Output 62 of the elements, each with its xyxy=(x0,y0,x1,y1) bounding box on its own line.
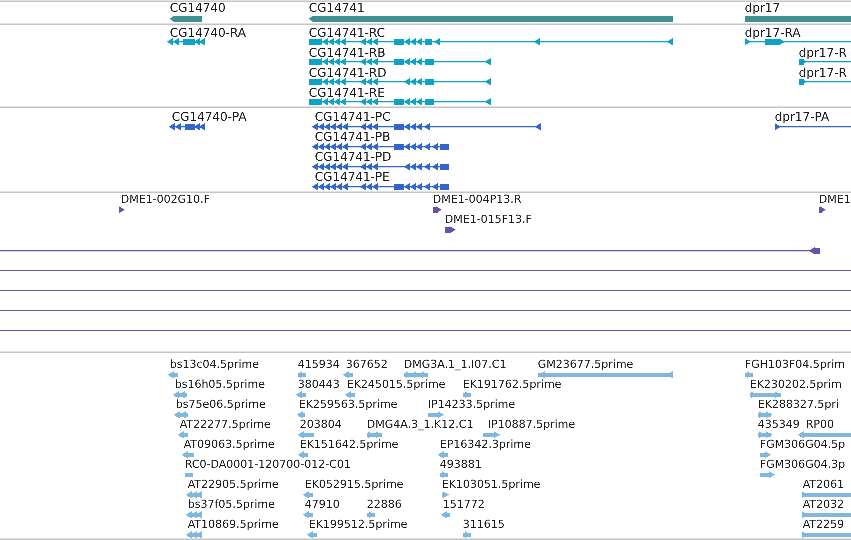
feature-label: AT10869.5prime xyxy=(188,518,279,532)
feature-label: DMG4A.3_1.K12.C1 xyxy=(367,418,474,432)
feature-label: GM23677.5prime xyxy=(538,358,634,372)
feature-label: dpr17 xyxy=(745,1,780,15)
feature-label: DME1-004P13.R xyxy=(433,193,522,207)
feature-label: EK230202.5prim xyxy=(750,378,842,392)
feature-label: dpr17-PA xyxy=(775,110,830,124)
feature-label: FGM306G04.5p xyxy=(760,438,846,452)
feature-label: RP00 xyxy=(806,418,834,432)
feature-label: bs16h05.5prime xyxy=(175,378,266,392)
feature-label: 435349 xyxy=(758,418,800,432)
feature-label: CG14741-RE xyxy=(309,86,386,100)
feature-label: CG14741-RB xyxy=(309,46,386,60)
feature-label: CG14741 xyxy=(309,1,365,15)
feature-label: CG14741-RC xyxy=(309,26,386,40)
feature-label: EK199512.5prime xyxy=(309,518,408,532)
feature-label: 22886 xyxy=(367,498,402,512)
feature-label: 493881 xyxy=(440,458,482,472)
feature-label: DME1-015F13.F xyxy=(445,213,532,227)
feature-label: EK245015.5prime xyxy=(347,378,446,392)
feature-label: EP16342.3prime xyxy=(440,438,532,452)
feature-label: bs37f05.5prime xyxy=(188,498,276,512)
feature-label: AT2259 xyxy=(803,518,844,532)
feature-label: RC0-DA0001-120700-012-C01 xyxy=(185,458,352,472)
feature-label: AT22905.5prime xyxy=(188,478,279,492)
feature-label: FGM306G04.3p xyxy=(760,458,846,472)
feature-label: 151772 xyxy=(443,498,485,512)
feature-label: 47910 xyxy=(305,498,340,512)
feature-label: dpr17-R xyxy=(799,66,848,80)
feature-label: 367652 xyxy=(346,358,388,372)
feature-label: 415934 xyxy=(298,358,340,372)
feature-label: 311615 xyxy=(463,518,505,532)
feature-label: IP14233.5prime xyxy=(428,398,516,412)
feature-label: EK151642.5prime xyxy=(300,438,399,452)
feature-label: DME1-002G10.F xyxy=(121,193,210,207)
feature-label: AT2032 xyxy=(803,498,844,512)
feature-label: IP10887.5prime xyxy=(488,418,576,432)
feature-label: EK259563.5prime xyxy=(299,398,398,412)
feature-label: bs75e06.5prime xyxy=(176,398,266,412)
feature-label: EK052915.5prime xyxy=(305,478,404,492)
feature-label: DMG3A.1_1.I07.C1 xyxy=(404,358,507,372)
feature-label: CG14740 xyxy=(170,1,226,15)
feature-label: AT22277.5prime xyxy=(180,418,271,432)
feature-label: dpr17-RA xyxy=(745,26,801,40)
feature-label: CG14741-PE xyxy=(315,170,390,184)
feature-label: EK191762.5prime xyxy=(463,378,562,392)
feature-label: 380443 xyxy=(298,378,340,392)
feature-label: AT2061 xyxy=(803,478,844,492)
feature-label: CG14740-RA xyxy=(170,26,246,40)
feature-label: AT09063.5prime xyxy=(184,438,275,452)
feature-label: DME1 xyxy=(819,193,851,207)
feature-label: CG14741-PD xyxy=(315,150,392,164)
feature-label: bs13c04.5prime xyxy=(170,358,260,372)
feature-label: FGH103F04.5prim xyxy=(745,358,846,372)
feature-label: CG14741-RD xyxy=(309,66,387,80)
feature-label: 203804 xyxy=(300,418,342,432)
feature-label: EK288327.5pri xyxy=(758,398,840,412)
feature-label: EK103051.5prime xyxy=(442,478,541,492)
feature-label: CG14741-PC xyxy=(315,110,391,124)
feature-label: CG14740-PA xyxy=(172,110,247,124)
feature-label: dpr17-R xyxy=(799,46,848,60)
feature-label: CG14741-PB xyxy=(315,130,391,144)
